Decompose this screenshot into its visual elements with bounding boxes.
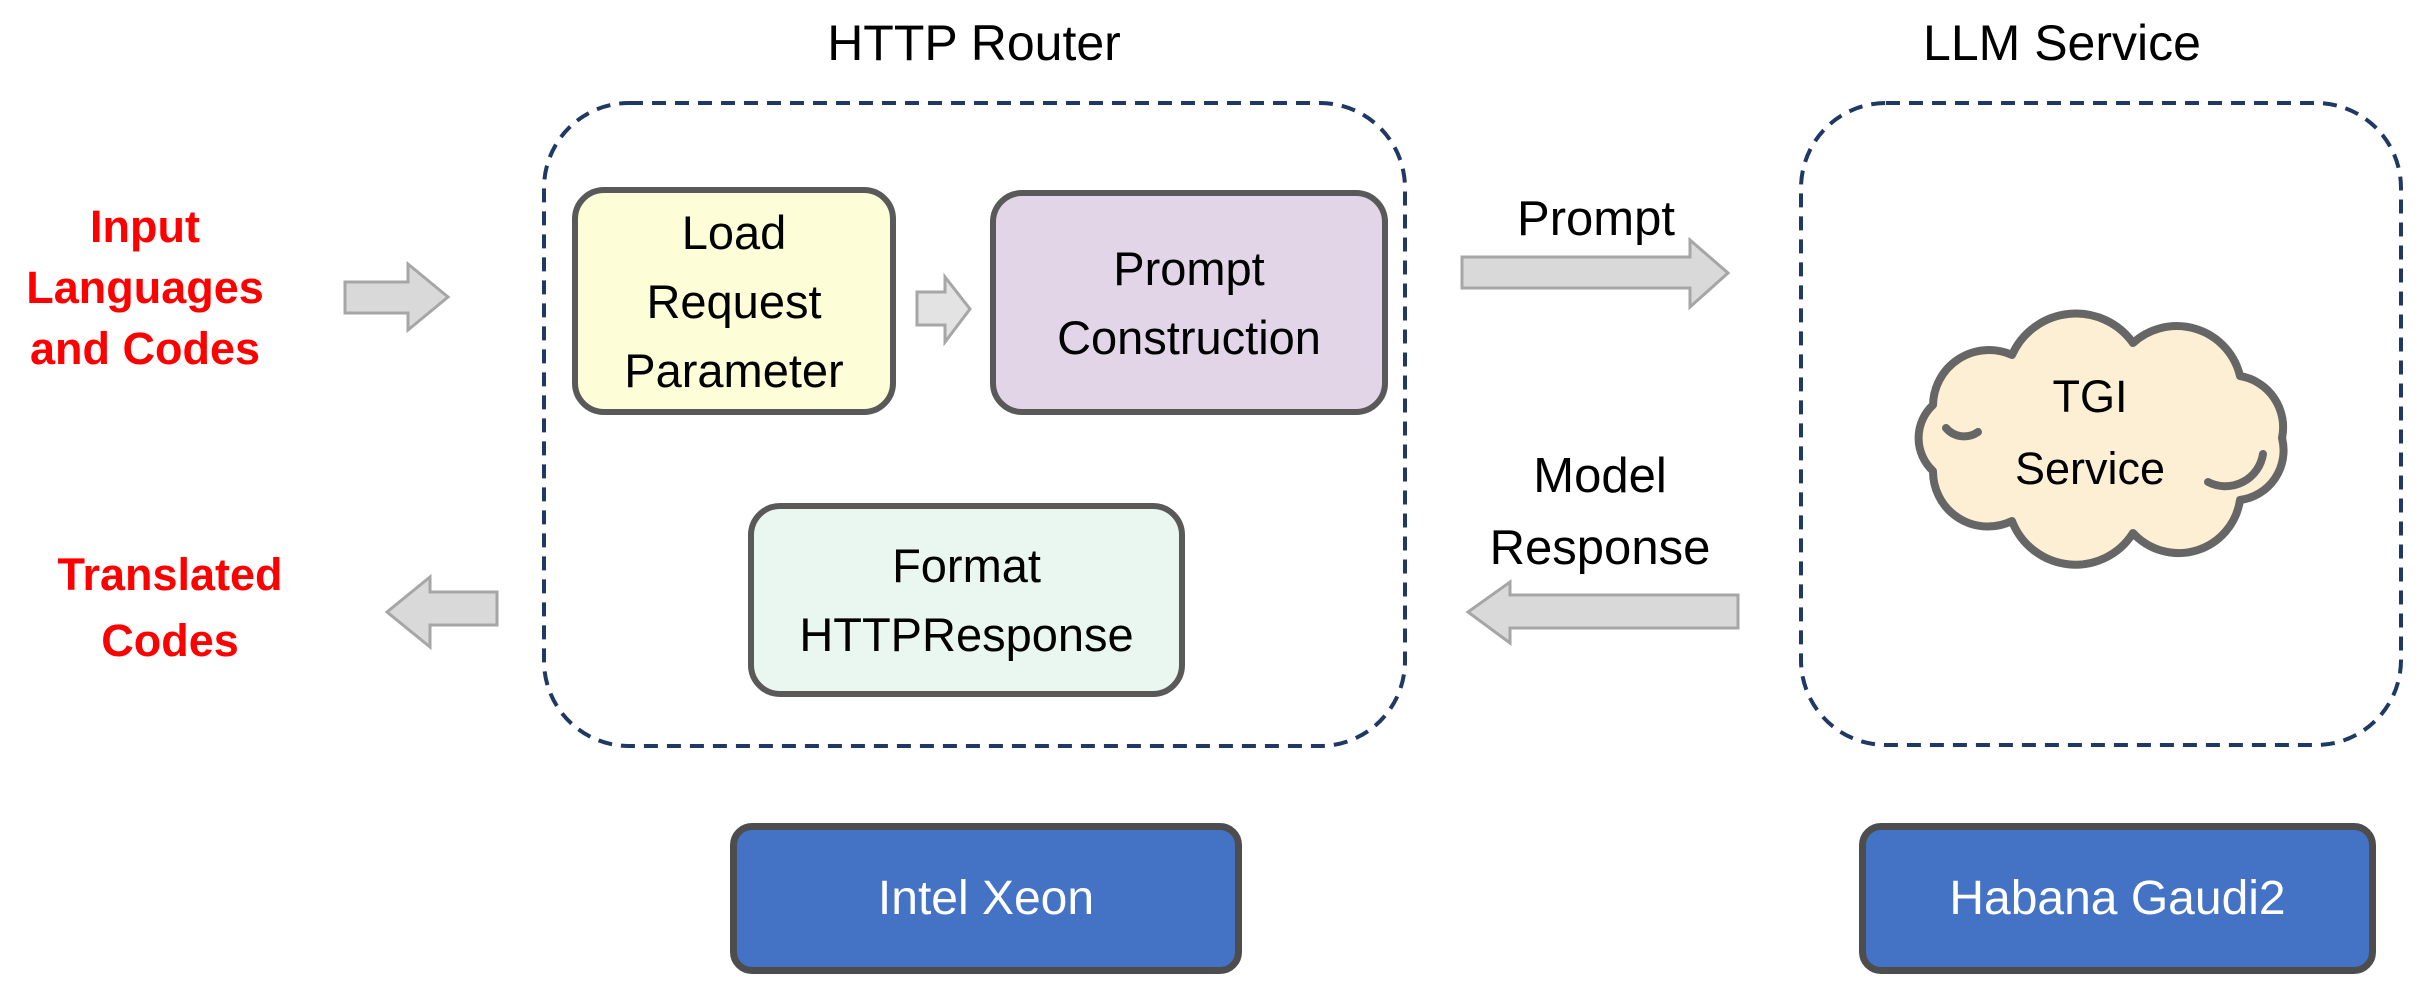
translated-codes-label: Translated Codes <box>57 549 283 666</box>
llm-service-dashed-box <box>1799 101 2403 747</box>
format-httpresponse-node: Format HTTPResponse <box>748 503 1185 697</box>
cloud-shape <box>1914 309 2288 569</box>
cloud-outline <box>1914 309 2288 569</box>
arrow-right-prompt-icon <box>1460 236 1731 311</box>
model-response-flow-label: Model Response <box>1489 449 1711 575</box>
arrow-right-input-icon <box>343 260 451 334</box>
arrow-left-translated-icon <box>384 573 499 651</box>
prompt-construction-node: Prompt Construction <box>990 190 1388 415</box>
http-router-title: HTTP Router <box>827 15 1121 71</box>
arrow-right-small-icon <box>915 272 972 347</box>
intel-xeon-box: Intel Xeon <box>730 823 1242 974</box>
arrow-left-model-response-icon <box>1465 579 1740 646</box>
cloud-notch-right <box>2204 450 2267 491</box>
cloud-notch-left <box>1942 424 1982 441</box>
input-languages-label: Input Languages and Codes <box>26 201 264 374</box>
tgi-service-label: TGI Service <box>2014 371 2166 494</box>
habana-gaudi2-box: Habana Gaudi2 <box>1859 823 2376 974</box>
llm-service-title: LLM Service <box>1923 15 2201 71</box>
http-router-dashed-box <box>542 101 1407 748</box>
load-request-parameter-node: Load Request Parameter <box>572 187 896 415</box>
prompt-flow-label: Prompt <box>1517 192 1675 246</box>
